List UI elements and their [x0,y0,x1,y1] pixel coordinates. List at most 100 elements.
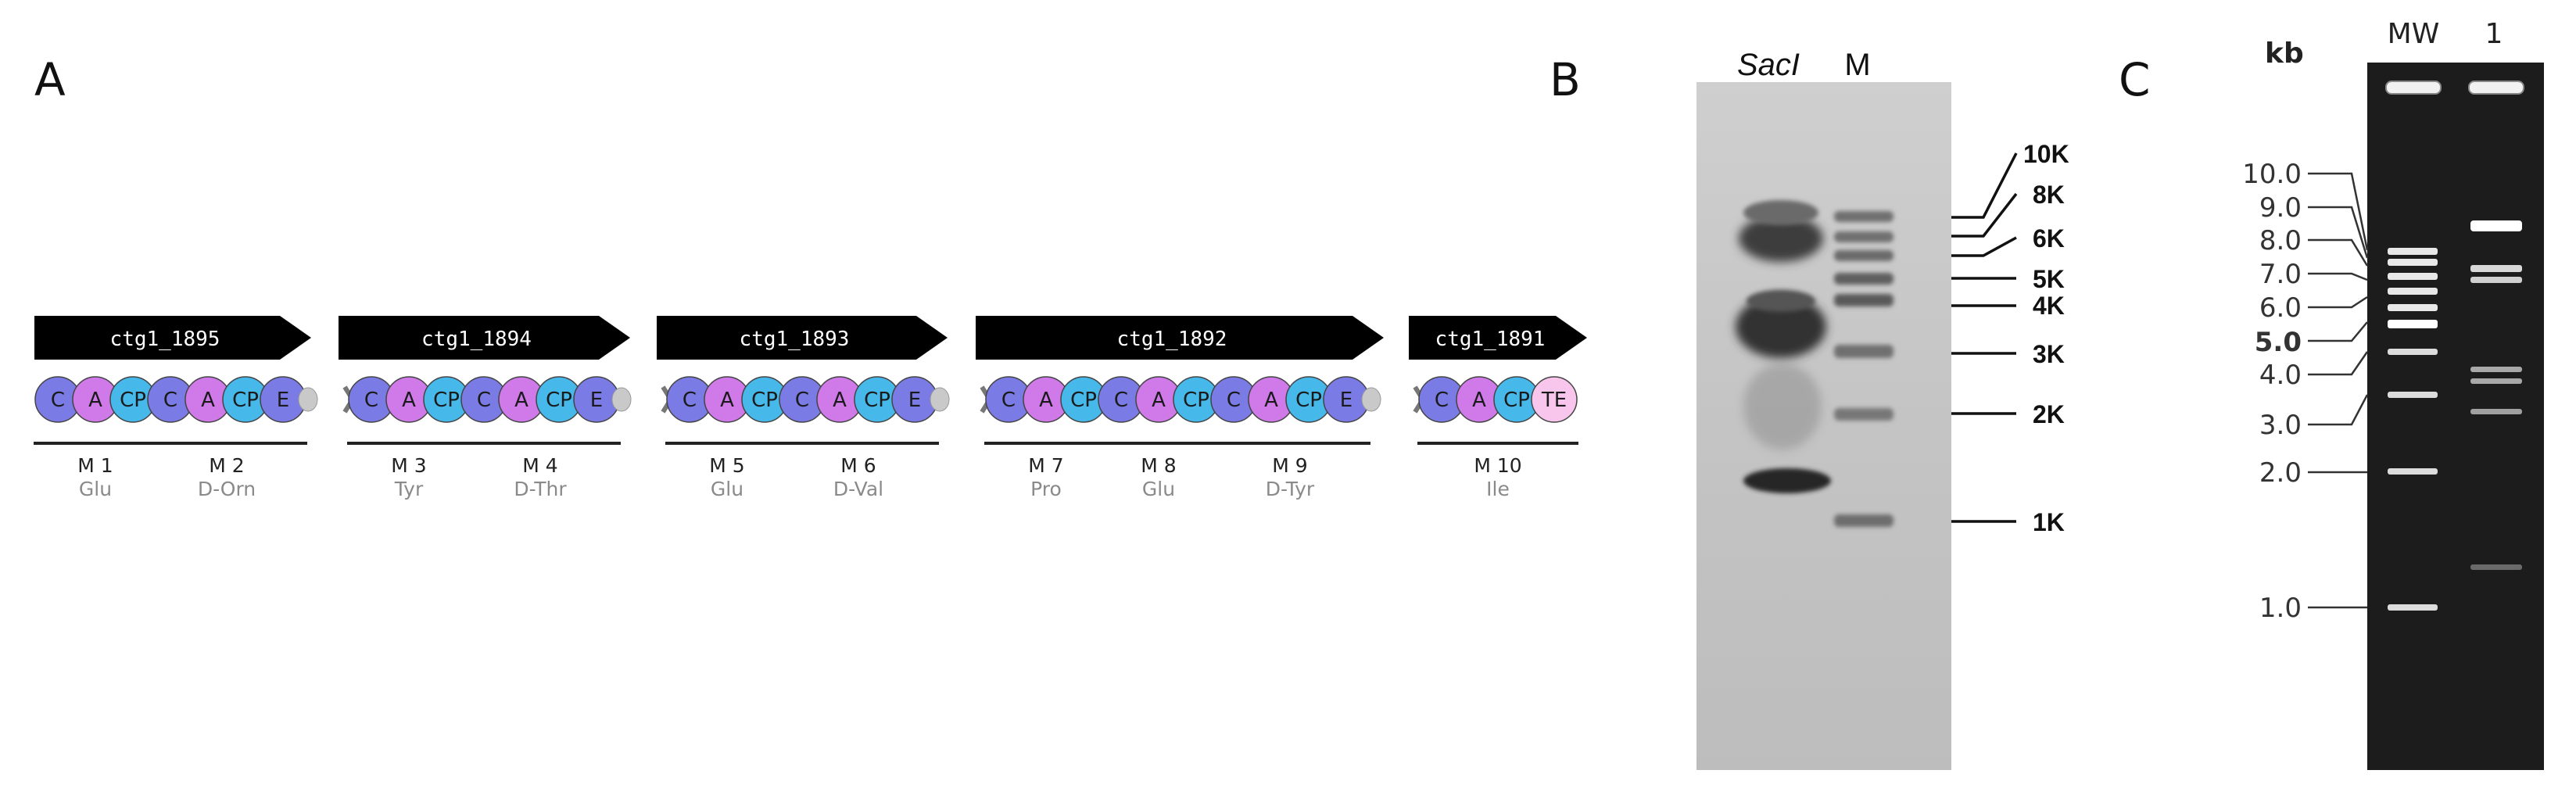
gel-c-size-label: 3.0 [2259,410,2302,441]
gel-c-lane1-band [2470,378,2522,384]
module-label: M 8 [1141,454,1176,477]
gel-b-marker-band [1834,345,1893,358]
gel-c-leader [2308,206,2369,259]
module-substrate: Glu [711,478,743,500]
domain-label: C [364,389,378,412]
module-substrate: Pro [1030,478,1062,500]
domain-label: C [1001,389,1016,412]
gel-b-saci-band [1747,290,1815,312]
panel-label-a: A [34,53,66,106]
domain-label: TE [1541,389,1567,412]
gene-arrow [339,316,630,360]
docking-domain-icon [298,387,318,412]
domain-label: A [514,389,528,412]
gel-c-mw-band [2388,304,2438,311]
gel-c-lane1-band [2470,220,2522,231]
gel-c-lane1-band [2470,367,2522,372]
domain-label: CP [433,389,460,412]
gel-c-leader [2308,394,2369,426]
gel-b-marker-band [1834,273,1893,285]
gel-b-saci-band [1739,215,1823,262]
module-substrate: Glu [79,478,112,500]
gel-c-leader [2308,172,2369,251]
gel-c-size-label: 7.0 [2259,259,2302,290]
domain-label: A [1264,389,1278,412]
domain-te [1531,376,1578,423]
gel-c-mw-band [2388,349,2438,355]
domain-label: E [908,389,921,412]
gel-b-marker-band [1834,231,1893,242]
domain-label: CP [751,389,778,412]
gel-c-size-label: 1.0 [2259,593,2302,624]
domain-label: A [1472,389,1486,412]
domain-label: C [51,389,65,412]
gel-b-marker-band [1834,211,1893,222]
docking-domain-icon [930,387,950,412]
gene-arrow [976,316,1384,360]
gel-c-size-label: 6.0 [2259,292,2302,324]
gel-b-saci-band [1743,468,1831,493]
gene-name: ctg1_1891 [1435,328,1546,351]
gel-b-size-label: 8K [2033,181,2065,209]
domain-label: C [1227,389,1241,412]
gel-c-mw-band [2388,392,2438,398]
panel-label-b: B [1550,53,1581,106]
gel-b-marker-band [1834,250,1893,261]
gel-c-mw-band [2388,273,2438,280]
gel-b-leader-8k [1951,192,2018,238]
gel-c-size-label: 9.0 [2259,192,2302,224]
domain-label: C [683,389,697,412]
gel-b-size-label: 5K [2033,265,2065,293]
gene-name: ctg1_1892 [1117,328,1227,351]
domain-label: C [1435,389,1449,412]
gel-c-mw-band [2388,288,2438,295]
gel-b-size-label: 10K [2023,140,2069,168]
gel-b-saci-band [1743,200,1818,225]
module-label: M 7 [1028,454,1063,477]
gel-c-mw-band [2388,604,2438,611]
gel-c-mw-band [2388,468,2438,475]
domain-label: CP [1070,389,1097,412]
gel-b-size-label: 1K [2033,508,2065,536]
gel-c-size-label: 4.0 [2259,360,2302,391]
gene-arrow [34,316,311,360]
gel-b-lane-m: M [1844,48,1870,82]
gel-c-leader [2308,272,2368,281]
docking-domain-icon [1361,387,1381,412]
gel-c-leader [2308,238,2369,267]
gel-b-size-label: 3K [2033,340,2065,368]
gel-c-lane1-band [2470,265,2522,272]
gel-c-mw-band [2388,248,2438,255]
gel-c-unit-label: kb [2265,38,2304,70]
gel-c-background [2367,63,2544,770]
domain-label: E [277,389,289,412]
gel-c-leader [2308,351,2369,376]
gel-b-marker-band [1834,514,1893,527]
gel-c-leader [2308,321,2368,342]
gel-c-well [2385,81,2442,95]
domain-label: CP [120,389,146,412]
gel-c-lane1-band [2470,409,2522,414]
docking-domain-icon [611,387,632,412]
domain-label: CP [864,389,890,412]
gene-arrow [657,316,948,360]
gel-c: kb MW 1 [2242,18,2544,770]
module-substrate: D-Tyr [1266,478,1315,500]
gel-c-lane-mw: MW [2388,18,2440,50]
gel-b-marker-band [1834,294,1893,306]
module-substrate: D-Thr [514,478,567,500]
module-label: M 6 [840,454,876,477]
gel-c-lane-1: 1 [2485,18,2503,50]
module-substrate: Glu [1142,478,1175,500]
domain-label: C [477,389,491,412]
domain-label: E [1340,389,1352,412]
gene-name: ctg1_1895 [110,328,220,351]
module-label: M 1 [77,454,113,477]
